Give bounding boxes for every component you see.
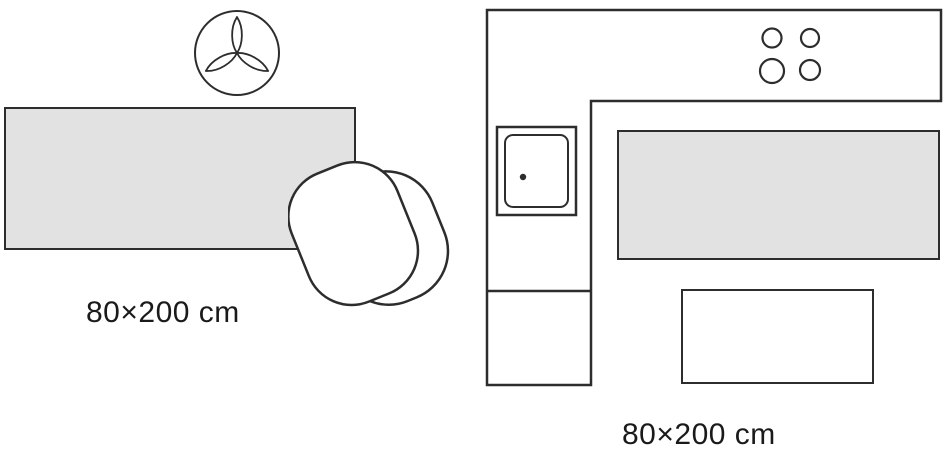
hob-burners-icon [758,27,822,85]
chair-icon [288,160,450,307]
rug-right [617,130,940,260]
table [681,289,874,384]
plant-icon [194,10,280,96]
rug-size-label-right: 80×200 cm [622,418,776,451]
sink-icon [495,125,578,217]
rug-size-label-left: 80×200 cm [86,296,240,329]
kitchen-counter [485,8,943,387]
